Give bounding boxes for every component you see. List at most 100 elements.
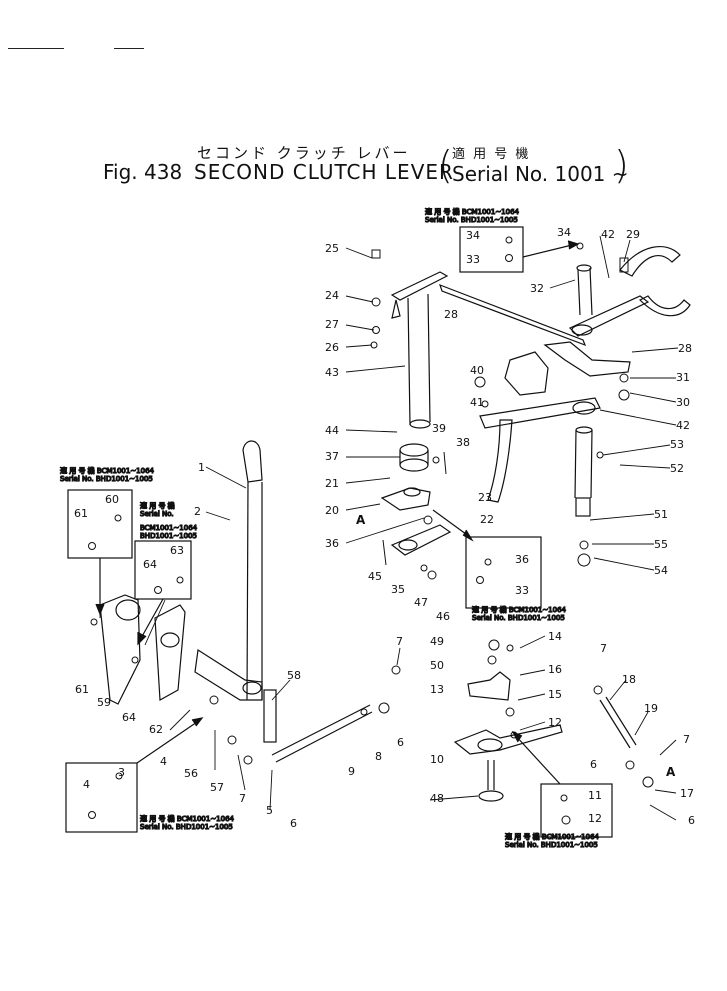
plate-58 — [263, 689, 277, 743]
svg-text:Serial No. BHD1001~1005: Serial No. BHD1001~1005 — [140, 823, 233, 831]
callout-56: 56 — [184, 767, 198, 780]
serial-number-range: Serial No. 1001 ~ — [452, 162, 629, 186]
svg-text:BHD1001~1005: BHD1001~1005 — [140, 532, 197, 540]
svg-text:Serial No. BHD1001~1005: Serial No. BHD1001~1005 — [472, 614, 565, 622]
svg-text:適 用 号 機 BCM1001~1064: 適 用 号 機 BCM1001~1064 — [472, 605, 567, 614]
callout-59: 59 — [97, 696, 111, 709]
arm-10 — [453, 724, 563, 755]
callout-4-box: 4 — [83, 778, 90, 791]
bracket-62 — [154, 604, 186, 701]
bracket-42-upper — [568, 246, 691, 337]
leader-lines — [99, 235, 679, 821]
callout-7-right: 7 — [600, 642, 607, 655]
callout-28-right: 28 — [678, 342, 692, 355]
callout-22: 22 — [480, 513, 494, 526]
callout-11-box: 11 — [588, 789, 602, 802]
fasteners — [88, 236, 654, 825]
callout-49: 49 — [430, 635, 444, 648]
callout-63: 63 — [170, 544, 184, 557]
callout-7-mid: 7 — [396, 635, 403, 648]
callout-64: 64 — [122, 711, 136, 724]
callout-20: 20 — [325, 504, 339, 517]
bracket-59 — [99, 594, 141, 705]
callout-31: 31 — [676, 371, 690, 384]
callout-41: 41 — [470, 396, 484, 409]
callout-25: 25 — [325, 242, 339, 255]
callout-58: 58 — [287, 669, 301, 682]
svg-text:適 用 号 機 BCM1001~1064: 適 用 号 機 BCM1001~1064 — [425, 207, 520, 216]
callout-46: 46 — [436, 610, 450, 623]
callout-62: 62 — [149, 723, 163, 736]
callout-5: 5 — [266, 804, 273, 817]
callout-15: 15 — [548, 688, 562, 701]
callout-36-left: 36 — [325, 537, 339, 550]
callout-29: 29 — [626, 228, 640, 241]
callout-16: 16 — [548, 663, 562, 676]
callout-36-box: 36 — [515, 553, 529, 566]
callout-12: 12 — [548, 716, 562, 729]
callout-26: 26 — [325, 341, 339, 354]
callout-17: 17 — [680, 787, 694, 800]
callout-27: 27 — [325, 318, 339, 331]
callout-64-box: 64 — [143, 558, 157, 571]
hub-37 — [399, 443, 429, 472]
serial-note-left: 適 用 号 機 BCM1001~1064 Serial No. BHD1001~… — [59, 465, 155, 483]
callout-6-left: 6 — [290, 817, 297, 830]
callout-45: 45 — [368, 570, 382, 583]
callout-47: 47 — [414, 596, 428, 609]
callout-37: 37 — [325, 450, 339, 463]
callout-42-upper: 42 — [601, 228, 615, 241]
callout-23: 23 — [478, 491, 492, 504]
serial-japanese: 適 用 号 機 — [452, 147, 531, 162]
callout-40: 40 — [470, 364, 484, 377]
callout-2: 2 — [194, 505, 201, 518]
callout-6-right: 6 — [688, 814, 695, 827]
callout-9: 9 — [348, 765, 355, 778]
callout-28-upper: 28 — [444, 308, 458, 321]
callout-48: 48 — [430, 792, 444, 805]
svg-text:適 用 号 機 BCM1001~1064: 適 用 号 機 BCM1001~1064 — [140, 814, 235, 823]
marker-a-lower: A — [666, 765, 676, 779]
detail-box-60-61 — [67, 489, 133, 559]
callout-18: 18 — [622, 673, 636, 686]
callout-3-box: 3 — [118, 766, 125, 779]
callout-19: 19 — [644, 702, 658, 715]
detail-box-34-33 — [459, 226, 524, 273]
control-column-43 — [390, 271, 449, 429]
serial-paren-close: ) — [614, 143, 629, 187]
serial-note-top: 適 用 号 機 BCM1001~1064 Serial No. BHD1001~… — [424, 206, 520, 224]
arm-35 — [390, 524, 452, 556]
detail-box-36-33 — [465, 536, 542, 609]
title-japanese: セコンド クラッチ レバー — [197, 144, 411, 162]
callout-55: 55 — [654, 538, 668, 551]
callout-42-lower: 42 — [676, 419, 690, 432]
svg-text:BCM1001~1064: BCM1001~1064 — [140, 524, 198, 532]
callout-61-box: 61 — [74, 507, 88, 520]
callout-13: 13 — [430, 683, 444, 696]
arm-20 — [380, 487, 431, 511]
callout-32: 32 — [530, 282, 544, 295]
callout-34: 34 — [557, 226, 571, 239]
svg-text:Serial No. BHD1001~1005: Serial No. BHD1001~1005 — [505, 841, 598, 849]
serial-note-mid-left: 適 用 号 機 Serial No. BCM1001~1064 BHD1001~… — [139, 500, 198, 540]
top-rule-left — [8, 48, 64, 49]
serial-note-bottom-left: 適 用 号 機 BCM1001~1064 Serial No. BHD1001~… — [139, 813, 235, 831]
callout-43: 43 — [325, 366, 339, 379]
svg-text:Serial No.: Serial No. — [140, 510, 174, 518]
callout-39: 39 — [432, 422, 446, 435]
callout-53: 53 — [670, 438, 684, 451]
lever-28 — [439, 283, 631, 396]
bracket-13 — [467, 671, 511, 701]
callout-60: 60 — [105, 493, 119, 506]
callout-4: 4 — [160, 755, 167, 768]
callout-38: 38 — [456, 436, 470, 449]
callout-61: 61 — [75, 683, 89, 696]
svg-text:Serial No. BHD1001~1005: Serial No. BHD1001~1005 — [425, 216, 518, 224]
svg-text:適 用 号 機 BCM1001~1064: 適 用 号 機 BCM1001~1064 — [60, 466, 155, 475]
shaft-51 — [574, 426, 593, 517]
callout-7-far-right: 7 — [683, 733, 690, 746]
lever-base-4 — [194, 648, 263, 701]
serial-note-bottom-right: 適 用 号 機 BCM1001~1064 Serial No. BHD1001~… — [504, 831, 600, 849]
